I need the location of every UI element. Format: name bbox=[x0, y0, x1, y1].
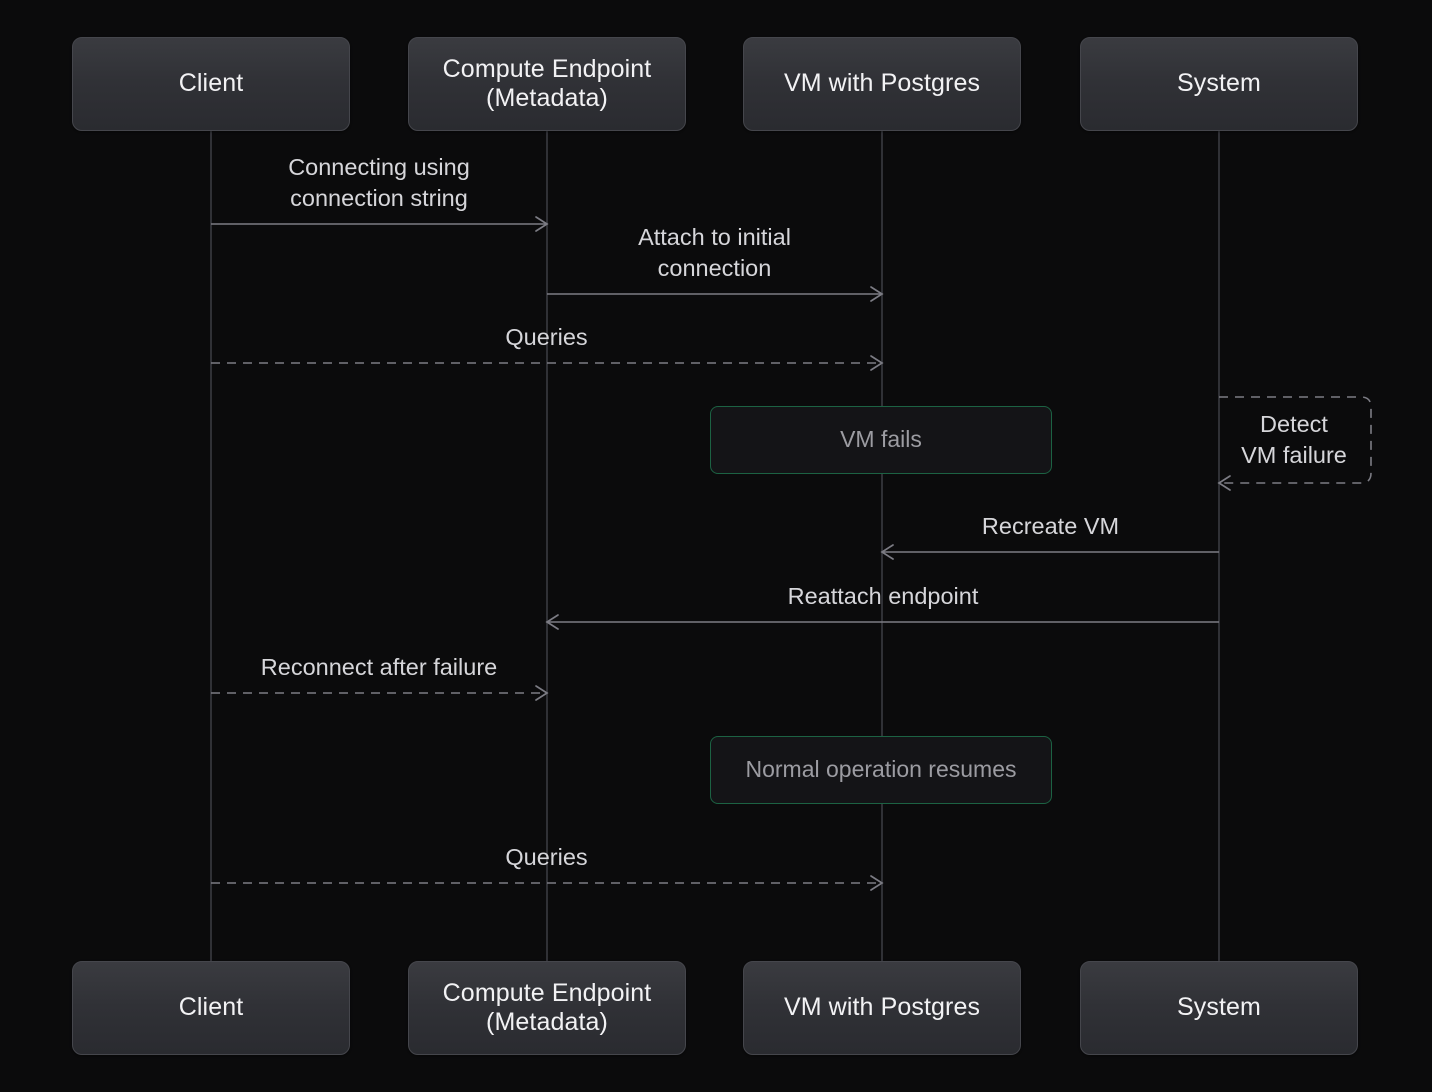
participant-label: Compute Endpoint (Metadata) bbox=[442, 54, 652, 113]
participant-system-top[interactable]: System bbox=[1080, 37, 1358, 131]
lifelines-group bbox=[210, 131, 1220, 961]
message-arrowhead-m6 bbox=[535, 685, 549, 701]
message-arrowhead-m3 bbox=[870, 355, 884, 371]
participant-label: Client bbox=[178, 69, 244, 98]
message-arrowhead-m2 bbox=[870, 286, 884, 302]
participant-system-bottom[interactable]: System bbox=[1080, 961, 1358, 1055]
participant-vm-bottom[interactable]: VM with Postgres bbox=[743, 961, 1021, 1055]
message-arrowhead-m4 bbox=[880, 544, 894, 560]
participant-vm-top[interactable]: VM with Postgres bbox=[743, 37, 1021, 131]
messages-group bbox=[211, 216, 1219, 891]
participant-client-bottom[interactable]: Client bbox=[72, 961, 350, 1055]
note-n2: Normal operation resumes bbox=[710, 736, 1052, 804]
participant-endpoint-bottom[interactable]: Compute Endpoint (Metadata) bbox=[408, 961, 686, 1055]
message-arrowhead-m5 bbox=[545, 614, 559, 630]
participant-label: Compute Endpoint (Metadata) bbox=[442, 978, 652, 1037]
participant-label: System bbox=[1177, 69, 1261, 98]
self-message-arrowhead-s1 bbox=[1217, 475, 1231, 491]
participant-endpoint-top[interactable]: Compute Endpoint (Metadata) bbox=[408, 37, 686, 131]
participant-label: System bbox=[1177, 993, 1261, 1022]
note-label: Normal operation resumes bbox=[745, 756, 1017, 783]
message-arrowhead-m1 bbox=[535, 216, 549, 232]
note-n1: VM fails bbox=[710, 406, 1052, 474]
message-arrowhead-m7 bbox=[870, 875, 884, 891]
self-messages-group bbox=[1217, 396, 1372, 491]
note-label: VM fails bbox=[840, 426, 922, 453]
participant-label: Client bbox=[178, 993, 244, 1022]
participant-client-top[interactable]: Client bbox=[72, 37, 350, 131]
self-message-path-s1 bbox=[1219, 396, 1372, 484]
participant-label: VM with Postgres bbox=[783, 993, 981, 1022]
participant-label: VM with Postgres bbox=[783, 69, 981, 98]
